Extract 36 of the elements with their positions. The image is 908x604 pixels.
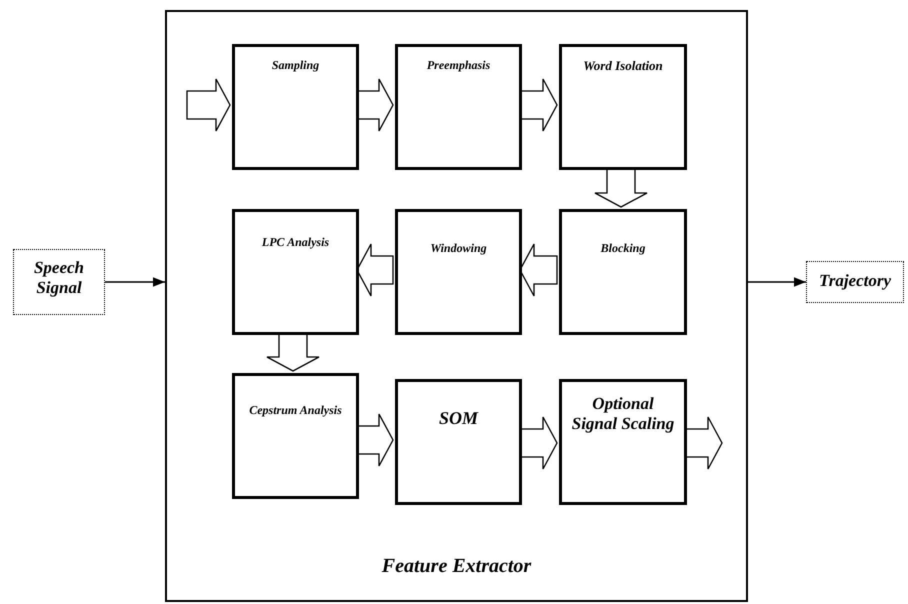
block-arrow — [356, 243, 394, 297]
block-arrow — [594, 167, 648, 208]
box-label: Optional Signal Scaling — [570, 394, 676, 434]
block-arrow — [519, 416, 558, 470]
block-arrow — [186, 78, 231, 132]
block-arrow — [266, 332, 320, 372]
process-box — [559, 44, 687, 170]
process-box — [395, 209, 522, 335]
block-arrow — [519, 243, 558, 297]
box-label: Windowing — [429, 242, 488, 256]
io-box — [806, 261, 904, 303]
process-box — [232, 373, 359, 499]
box-label: LPC Analysis — [260, 236, 330, 250]
box-label: Trajectory — [818, 271, 892, 291]
box-label: SOM — [438, 408, 480, 429]
block-arrow — [356, 413, 394, 467]
process-box — [232, 209, 359, 335]
process-box — [232, 44, 359, 170]
process-box — [395, 379, 522, 505]
arrow — [105, 277, 165, 287]
process-box — [559, 209, 687, 335]
module-box — [165, 10, 748, 602]
block-arrow — [684, 416, 723, 470]
block-arrow — [519, 78, 558, 132]
box-label: Preemphasis — [426, 59, 492, 73]
arrow — [748, 277, 806, 287]
box-label: Speech Signal — [32, 258, 86, 298]
process-box — [395, 44, 522, 170]
io-box — [13, 249, 105, 315]
process-box — [559, 379, 687, 505]
box-label: Blocking — [600, 242, 646, 256]
block-arrow — [356, 78, 394, 132]
box-label: Sampling — [270, 59, 320, 73]
module-title: Feature Extractor — [380, 555, 532, 578]
box-label: Cepstrum Analysis — [248, 404, 343, 418]
box-label: Word Isolation — [582, 59, 664, 74]
